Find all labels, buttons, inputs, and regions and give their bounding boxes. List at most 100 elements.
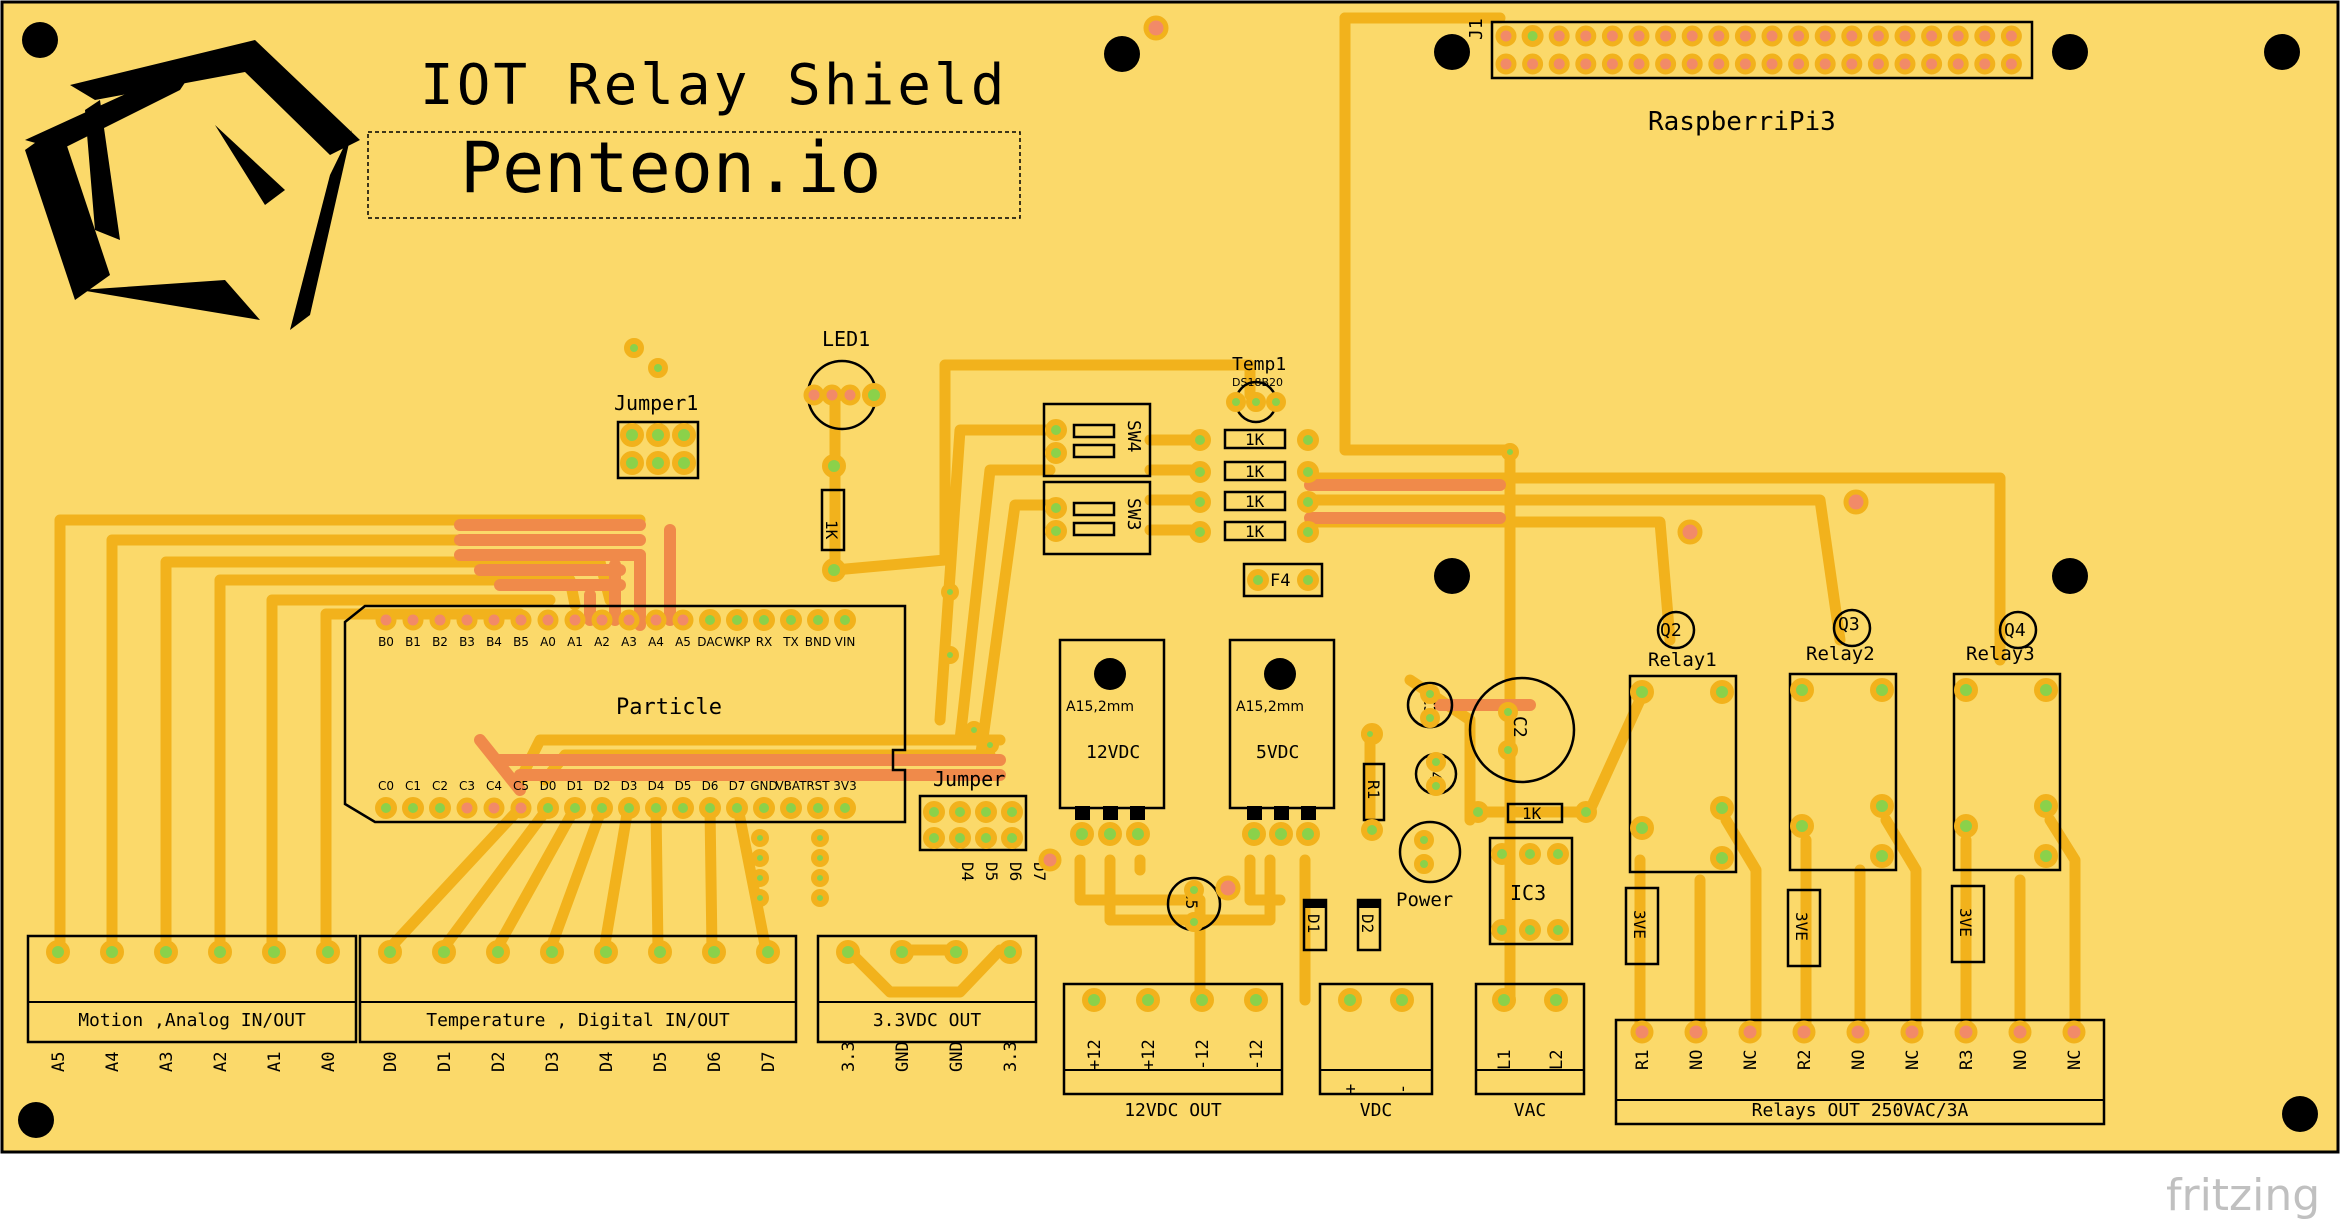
- reg1-size: A15,2mm: [1066, 699, 1134, 715]
- particle-pin: [834, 609, 856, 631]
- relay-1: Q2 Relay1 3VE: [1624, 610, 1738, 966]
- particle-pin: [807, 797, 829, 819]
- connector-pin: [1544, 988, 1568, 1012]
- particle-pin: [429, 609, 451, 631]
- rpi-pin: [1894, 25, 1916, 47]
- connector-label: 12VDC OUT: [1124, 1100, 1222, 1121]
- f4-label: F4: [1270, 571, 1290, 591]
- connector-pin-label: R2: [1795, 1050, 1815, 1070]
- vias: [751, 15, 1869, 907]
- connector-pin-label: D6: [705, 1052, 725, 1072]
- connector-label: Temperature , Digital IN/OUT: [426, 1010, 730, 1031]
- rpi-pin: [1681, 25, 1703, 47]
- particle-pin: [537, 609, 559, 631]
- connector-pin: [1190, 988, 1214, 1012]
- rpi-pin: [1841, 53, 1863, 75]
- particle-pin-label: BND: [805, 635, 831, 649]
- particle-pin: [375, 609, 397, 631]
- particle-pin: [591, 609, 613, 631]
- particle-pin: [402, 609, 424, 631]
- connector-pin: [890, 940, 914, 964]
- connector-pin-label: R1: [1633, 1050, 1653, 1070]
- connector-pin-label: -: [1393, 1084, 1413, 1094]
- relay2-label: Relay2: [1806, 643, 1875, 665]
- connector-pin: [944, 940, 968, 964]
- particle-pin: [726, 797, 748, 819]
- particle-pin: [780, 609, 802, 631]
- reg2-label: 5VDC: [1256, 742, 1299, 763]
- connector-pin-label: +: [1341, 1084, 1361, 1094]
- led1-label: LED1: [822, 327, 870, 351]
- relay1-label: Relay1: [1648, 649, 1717, 671]
- connector-pin-label: NC: [1903, 1050, 1923, 1070]
- regulator-12v: A15,2mm 12VDC: [1058, 638, 1166, 846]
- particle-pin: [618, 609, 640, 631]
- resistor-label: 1K: [1245, 522, 1265, 541]
- temp-label: Temp1: [1232, 354, 1286, 375]
- rpi-pin: [1867, 25, 1889, 47]
- connector-pin-label: R3: [1957, 1050, 1977, 1070]
- particle-pin-label: A4: [648, 635, 664, 649]
- particle-pin-label: B2: [432, 635, 448, 649]
- j1-label: J1: [1466, 18, 1487, 40]
- connector-pin: [378, 940, 402, 964]
- ic3-label: IC3: [1510, 881, 1546, 905]
- particle-pin: [672, 609, 694, 631]
- led-resistor-label: 1K: [822, 520, 841, 540]
- copper-traces: [54, 12, 2081, 1040]
- connector-pin-label: D3: [543, 1052, 563, 1072]
- rpi-pin: [2000, 25, 2022, 47]
- connector-pin-label: A3: [157, 1052, 177, 1072]
- particle-pin-label: C1: [405, 779, 421, 793]
- connector-pin-label: A0: [319, 1052, 339, 1072]
- connector-pin: [836, 940, 860, 964]
- varistor2-label: 3VE: [1792, 912, 1811, 941]
- connector-pin-label: NC: [2065, 1050, 2085, 1070]
- particle-pin-label: RX: [756, 635, 773, 649]
- jumper-pin: [975, 801, 997, 823]
- particle-pin-label: C4: [486, 779, 502, 793]
- connector-label: Motion ,Analog IN/OUT: [78, 1010, 306, 1031]
- power-led: Power: [1396, 820, 1462, 911]
- particle-pin-label: A2: [594, 635, 610, 649]
- particle-pin-label: D5: [675, 779, 692, 793]
- connector-pin-label: NO: [1687, 1050, 1707, 1070]
- connector-pin-label: A2: [211, 1052, 231, 1072]
- relay3-label: Relay3: [1966, 643, 2035, 665]
- particle-pin-label: VIN: [835, 635, 856, 649]
- connector-pin: [2008, 1020, 2032, 1044]
- particle-pin-label: C5: [513, 779, 529, 793]
- rpi-pin: [1601, 25, 1623, 47]
- particle-pin: [780, 797, 802, 819]
- connector-pin: [1684, 1020, 1708, 1044]
- rpi-pin: [1867, 53, 1889, 75]
- rpi-pin: [1788, 25, 1810, 47]
- connector-pin: [702, 940, 726, 964]
- jumper1: Jumper1: [614, 338, 700, 480]
- d2-label: D2: [1358, 914, 1377, 933]
- connector-pin: [262, 940, 286, 964]
- particle-pin-label: D3: [621, 779, 638, 793]
- resistor-label: 1K: [1522, 804, 1542, 823]
- particle-pin: [753, 797, 775, 819]
- connector-pin: [486, 940, 510, 964]
- connector-pin: [100, 940, 124, 964]
- rpi-pin: [1921, 53, 1943, 75]
- particle-pin: [483, 609, 505, 631]
- particle-pin-label: VBAT: [775, 779, 807, 793]
- connector-label: 3.3VDC OUT: [873, 1010, 982, 1031]
- connector-pin-label: D7: [759, 1052, 779, 1072]
- rpi-pin: [1655, 25, 1677, 47]
- fritzing-watermark: fritzing: [2166, 1170, 2320, 1221]
- rpi-pin: [1495, 53, 1517, 75]
- connector-pin: [594, 940, 618, 964]
- q2-label: Q2: [1660, 620, 1682, 641]
- board-title: IOT Relay Shield: [420, 53, 1007, 118]
- connector-pin: [1738, 1020, 1762, 1044]
- particle-pin-label: TX: [782, 635, 799, 649]
- particle-pin: [726, 609, 748, 631]
- connector-pin-label: D2: [489, 1052, 509, 1072]
